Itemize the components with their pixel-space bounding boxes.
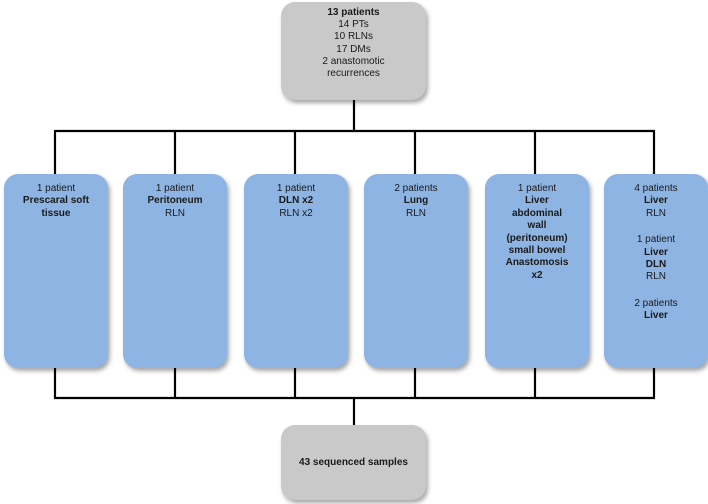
patient-count: 2 patients [394, 183, 438, 194]
summary-line: 10 RLNs [334, 31, 373, 43]
patient-group-box-4: 2 patients Lung RLN [364, 174, 468, 368]
rln-label: RLN x2 [279, 207, 313, 219]
site-label: small bowel [508, 245, 566, 257]
summary-line: 17 DMs [336, 43, 371, 55]
patients-summary-box: 13 patients 14 PTs 10 RLNs 17 DMs 2 anas… [281, 2, 426, 100]
site-label: Prescaral soft [22, 195, 90, 207]
rln-label: RLN [164, 207, 185, 219]
summary-line: 2 anastomotic [322, 55, 385, 67]
patient-count: 4 patients [634, 183, 678, 194]
site-label: Lung [403, 195, 429, 207]
site-label: Anastomosis [505, 257, 569, 269]
patient-group-box-5: 1 patient Liver abdominal wall (peritone… [485, 174, 589, 368]
site-label: tissue [41, 207, 71, 219]
summary-line: 14 PTs [338, 19, 369, 31]
patient-group-box-2: 1 patient Peritoneum RLN [123, 174, 227, 368]
patient-group-box-6: 4 patients Liver RLN 1 patient Liver DLN… [604, 174, 708, 368]
patient-count: 2 patients [634, 297, 678, 309]
site-label: Liver [644, 246, 668, 258]
patient-count: 1 patient [517, 183, 557, 194]
patient-count: 1 patient [36, 183, 76, 194]
group-spacer [608, 220, 704, 234]
site-label: DLN x2 [278, 195, 314, 207]
rln-label: RLN [645, 207, 666, 219]
summary-title: 13 patients [327, 7, 380, 18]
summary-line: recurrences [327, 68, 380, 80]
patient-count: 1 patient [155, 183, 195, 194]
patient-group-box-3: 1 patient DLN x2 RLN x2 [244, 174, 348, 368]
site-label: wall [527, 220, 547, 232]
rln-label: RLN [645, 271, 666, 283]
sequenced-samples-box: 43 sequenced samples [281, 425, 426, 500]
site-label: Liver [525, 195, 549, 207]
sequenced-samples-label: 43 sequenced samples [299, 457, 408, 468]
site-label: x2 [531, 269, 543, 281]
site-label: (peritoneum) [506, 232, 568, 244]
site-label: DLN [645, 259, 667, 271]
site-label: Liver [644, 195, 668, 207]
patient-count: 1 patient [276, 183, 316, 194]
group-spacer [608, 284, 704, 298]
site-label: abdominal [511, 207, 562, 219]
rln-label: RLN [405, 207, 426, 219]
patient-group-box-1: 1 patient Prescaral soft tissue [4, 174, 108, 368]
site-label: Peritoneum [147, 195, 203, 207]
site-label: Liver [644, 310, 668, 322]
patient-count: 1 patient [636, 234, 676, 246]
